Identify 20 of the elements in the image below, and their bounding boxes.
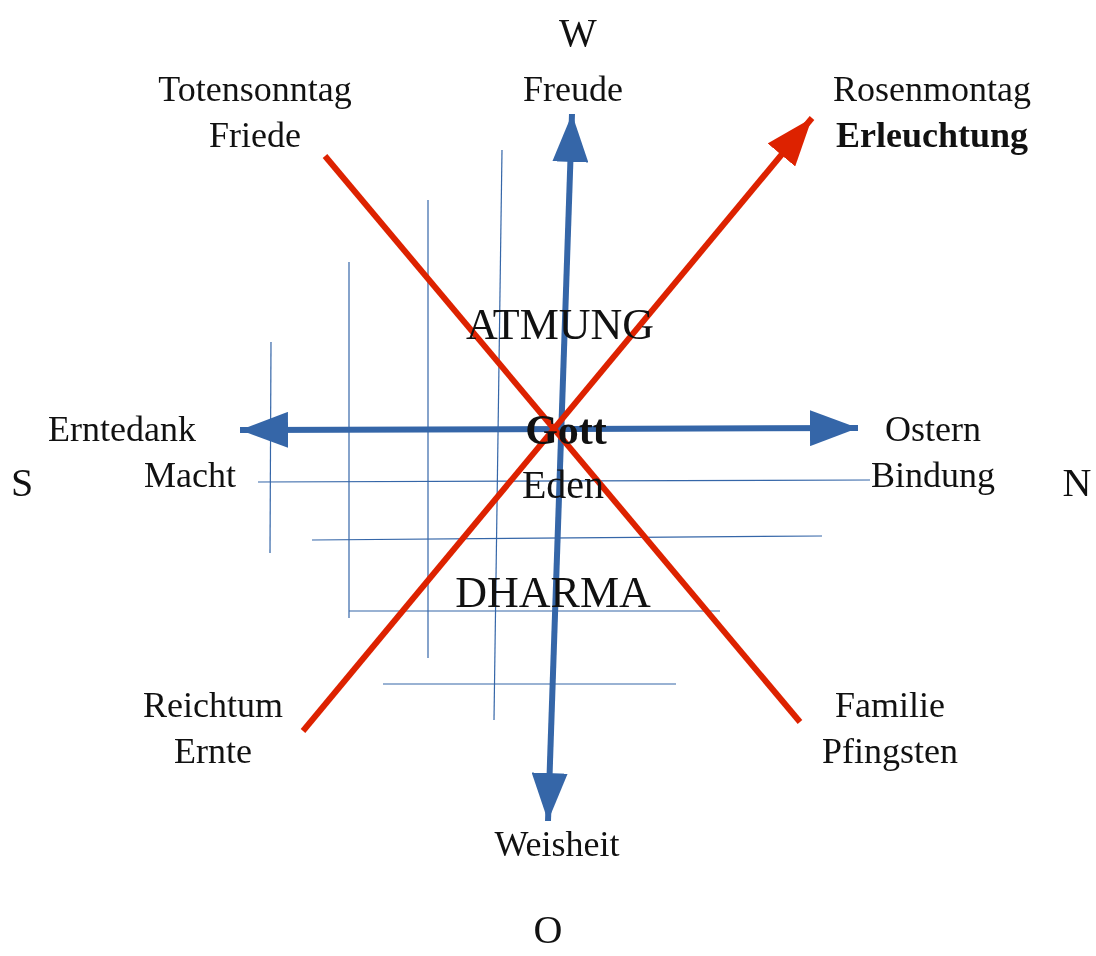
node-text: Friede xyxy=(209,114,301,157)
node-text: Ernte xyxy=(174,730,252,773)
node-text: Erleuchtung xyxy=(836,114,1028,157)
node-text: Ostern xyxy=(885,408,981,451)
node-text: Weisheit xyxy=(494,823,620,866)
label-text: W xyxy=(559,13,597,53)
node-text: Familie xyxy=(835,684,945,727)
node-text: Totensonntag xyxy=(158,68,352,111)
node-text: Bindung xyxy=(871,454,995,497)
node-text: Erntedank xyxy=(48,408,196,451)
node-text: Freude xyxy=(523,68,623,111)
node-text: Pfingsten xyxy=(822,730,958,773)
node-text: Macht xyxy=(144,454,236,497)
node-text: Rosenmontag xyxy=(833,68,1031,111)
arrow xyxy=(240,410,858,448)
arrow xyxy=(531,113,589,822)
label-text: S xyxy=(10,463,34,503)
node-text: Reichtum xyxy=(143,684,283,727)
label-text: O xyxy=(533,910,563,950)
label-text: N xyxy=(1062,463,1092,503)
